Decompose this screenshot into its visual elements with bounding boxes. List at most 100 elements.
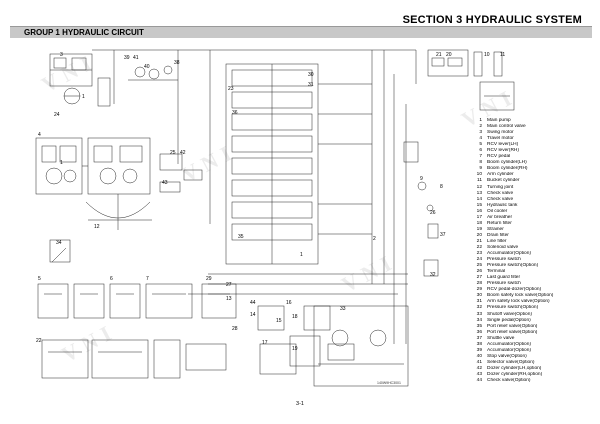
legend-item: 22 Solenoid valve (470, 245, 596, 251)
callout: 18 (292, 314, 298, 320)
legend-item-label: Turning joint (487, 184, 514, 190)
group-title: GROUP 1 HYDRAULIC CIRCUIT (24, 28, 144, 37)
legend-item-label: Boom cylinder(LH) (487, 160, 527, 166)
legend-item-label: Single pedal(Option) (487, 317, 531, 323)
legend-item-number: 22 (476, 244, 482, 250)
legend-item-label: Pressure switch (487, 281, 521, 287)
callout: 16 (286, 300, 292, 306)
legend-item-number: 11 (477, 178, 482, 184)
legend-item-number: 24 (476, 257, 482, 263)
callout: 23 (228, 86, 234, 92)
legend-item-label: Pressure switch(Option) (487, 305, 539, 311)
callout: 22 (36, 338, 42, 344)
legend-item-number: 20 (476, 232, 482, 238)
legend-item-label: Accumulator(Option) (487, 341, 531, 347)
legend-item-label: Selector valve(Option) (487, 359, 535, 365)
legend-item-label: Stop valve(Option) (487, 353, 527, 359)
legend-item-label: Boom cylinder(RH) (487, 166, 528, 172)
legend-item-number: 12 (476, 184, 482, 190)
callout: 12 (94, 224, 100, 230)
callout: 13 (226, 296, 232, 302)
callout: 7 (146, 276, 149, 282)
legend-item-number: 32 (476, 305, 482, 311)
callout: 43 (162, 180, 168, 186)
legend-item-label: Boom safety lock valve(Option) (487, 293, 554, 299)
page-number: 3-1 (296, 401, 304, 407)
legend-item-label: Last guard filter (487, 275, 521, 281)
legend-item-number: 15 (476, 202, 482, 208)
legend-item-label: Bucket cylinder (487, 178, 520, 184)
legend-item-label: Accumulator(Option) (487, 251, 531, 257)
legend-item: 2 Main control valve (470, 124, 596, 130)
callout: 19 (292, 346, 298, 352)
legend-item-label: Shutoff valve(Option) (487, 311, 532, 317)
legend-item-number: 31 (476, 299, 482, 305)
legend-item: 23 Accumulator(Option) (470, 251, 596, 257)
legend-item-number: 23 (476, 251, 482, 257)
callout: 1 (82, 94, 85, 100)
legend-item: 18 Return filter (470, 221, 596, 227)
legend-item-label: Main pump (487, 118, 511, 123)
legend-item-number: 41 (476, 359, 482, 365)
document-code: 140W9HC3001 (377, 381, 401, 385)
callout: 28 (232, 326, 238, 332)
legend-item-label: Line filter (487, 238, 507, 244)
legend-item-label: Return filter (487, 220, 512, 226)
section-title: SECTION 3 HYDRAULIC SYSTEM (402, 14, 582, 26)
legend-item-number: 42 (476, 365, 482, 371)
legend-item-label: Shuttle valve (487, 335, 515, 341)
callout: 1 (60, 160, 63, 166)
legend-item-number: 21 (476, 238, 482, 244)
callout: 38 (174, 60, 180, 66)
legend-item-label: RCV lever(RH) (487, 148, 519, 154)
legend-item-label: Main control valve (487, 124, 526, 130)
legend-item-label: Air breather (487, 214, 513, 220)
legend-item-number: 18 (476, 220, 482, 226)
legend-item-number: 38 (476, 341, 482, 347)
legend-item: 38 Accumulator(Option) (470, 342, 596, 348)
legend-item-number: 40 (476, 353, 482, 359)
legend-item: 12 Turning joint (470, 185, 596, 191)
legend-item-number: 6 (479, 148, 482, 154)
legend-item-number: 17 (476, 214, 482, 220)
legend-item-label: Solenoid valve (487, 244, 519, 250)
callout: 32 (430, 272, 436, 278)
legend-item-label: Accumulator(Option) (487, 347, 531, 353)
callout: 21 (436, 52, 442, 58)
legend-item: 5 RCV lever(LH) (470, 142, 596, 148)
legend-item-number: 16 (476, 208, 482, 214)
hydraulic-circuit-diagram (35, 49, 515, 387)
legend-item-label: RCV pedal-dozer(Option) (487, 287, 542, 293)
callout: 39 (124, 55, 130, 61)
callout: 27 (226, 282, 232, 288)
legend-item-number: 27 (476, 275, 482, 281)
callout: 30 (308, 72, 314, 78)
legend-item-number: 39 (476, 347, 482, 353)
callout: 34 (56, 240, 62, 246)
legend-item: 27 Last guard filter (470, 275, 596, 281)
legend-item-label: Strainer (487, 226, 504, 232)
callout: 44 (250, 300, 256, 306)
legend-item-number: 2 (479, 124, 482, 130)
callout: 42 (180, 150, 186, 156)
legend-item-number: 5 (479, 142, 482, 148)
legend-item-number: 37 (476, 335, 482, 341)
legend-item: 41 Selector valve(Option) (470, 360, 596, 366)
legend-item-number: 3 (479, 130, 482, 136)
legend-item-label: RCV lever(LH) (487, 142, 519, 148)
callout: 31 (308, 82, 314, 88)
legend-item-number: 25 (476, 263, 482, 269)
